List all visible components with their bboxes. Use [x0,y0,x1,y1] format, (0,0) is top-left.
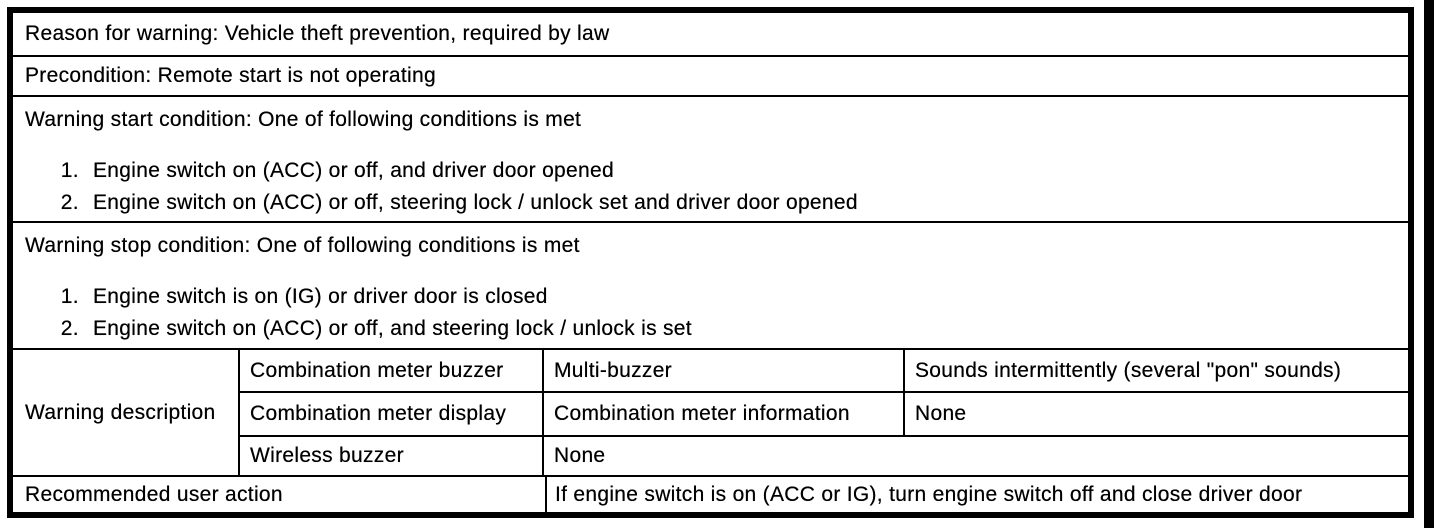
warning-start-condition-list: Engine switch on (ACC) or off, and drive… [25,155,1398,219]
row-warning-description: Warning description Combination meter bu… [13,350,1408,477]
device-cell: Combination meter buzzer [240,350,544,391]
component-cell: Combination meter information [544,393,905,435]
list-item: Engine switch on (ACC) or off, and steer… [85,313,1398,345]
list-item: Engine switch on (ACC) or off, and drive… [85,155,1398,187]
warning-spec-table: Reason for warning: Vehicle theft preven… [7,7,1414,518]
row-reason-for-warning: Reason for warning: Vehicle theft preven… [13,13,1408,57]
behavior-cell: None [554,444,606,467]
warning-description-subtable: Combination meter buzzer Multi-buzzer So… [240,350,1408,475]
precondition-text: Precondition: Remote start is not operat… [25,64,436,87]
warning-stop-condition-list: Engine switch is on (IG) or driver door … [25,281,1398,345]
row-warning-stop-condition: Warning stop condition: One of following… [13,223,1408,350]
warning-stop-condition-header: Warning stop condition: One of following… [25,234,580,257]
component-cell: Multi-buzzer [544,350,905,391]
recommended-user-action-text: If engine switch is on (ACC or IG), turn… [555,482,1303,506]
behavior-cell: None [915,402,967,425]
table-row: Wireless buzzer None [240,437,1408,475]
table-row: Combination meter display Combination me… [240,393,1408,437]
list-item: Engine switch on (ACC) or off, steering … [85,187,1398,219]
table-row: Combination meter buzzer Multi-buzzer So… [240,350,1408,393]
row-recommended-user-action: Recommended user action If engine switch… [13,477,1408,512]
row-precondition: Precondition: Remote start is not operat… [13,57,1408,97]
behavior-cell: Sounds intermittently (several "pon" sou… [915,358,1342,382]
device-cell: Combination meter display [240,393,544,435]
scan-edge-artifact [1424,0,1434,528]
list-item: Engine switch is on (IG) or driver door … [85,281,1398,313]
recommended-user-action-value-cell: If engine switch is on (ACC or IG), turn… [547,477,1408,512]
reason-for-warning-text: Reason for warning: Vehicle theft preven… [25,22,610,45]
recommended-user-action-label-cell: Recommended user action [13,477,547,512]
device-cell: Wireless buzzer [240,437,544,475]
warning-start-condition-header: Warning start condition: One of followin… [25,108,582,131]
recommended-user-action-label: Recommended user action [25,482,283,506]
row-warning-start-condition: Warning start condition: One of followin… [13,97,1408,223]
warning-description-label: Warning description [25,400,216,424]
warning-description-label-cell: Warning description [13,350,240,475]
